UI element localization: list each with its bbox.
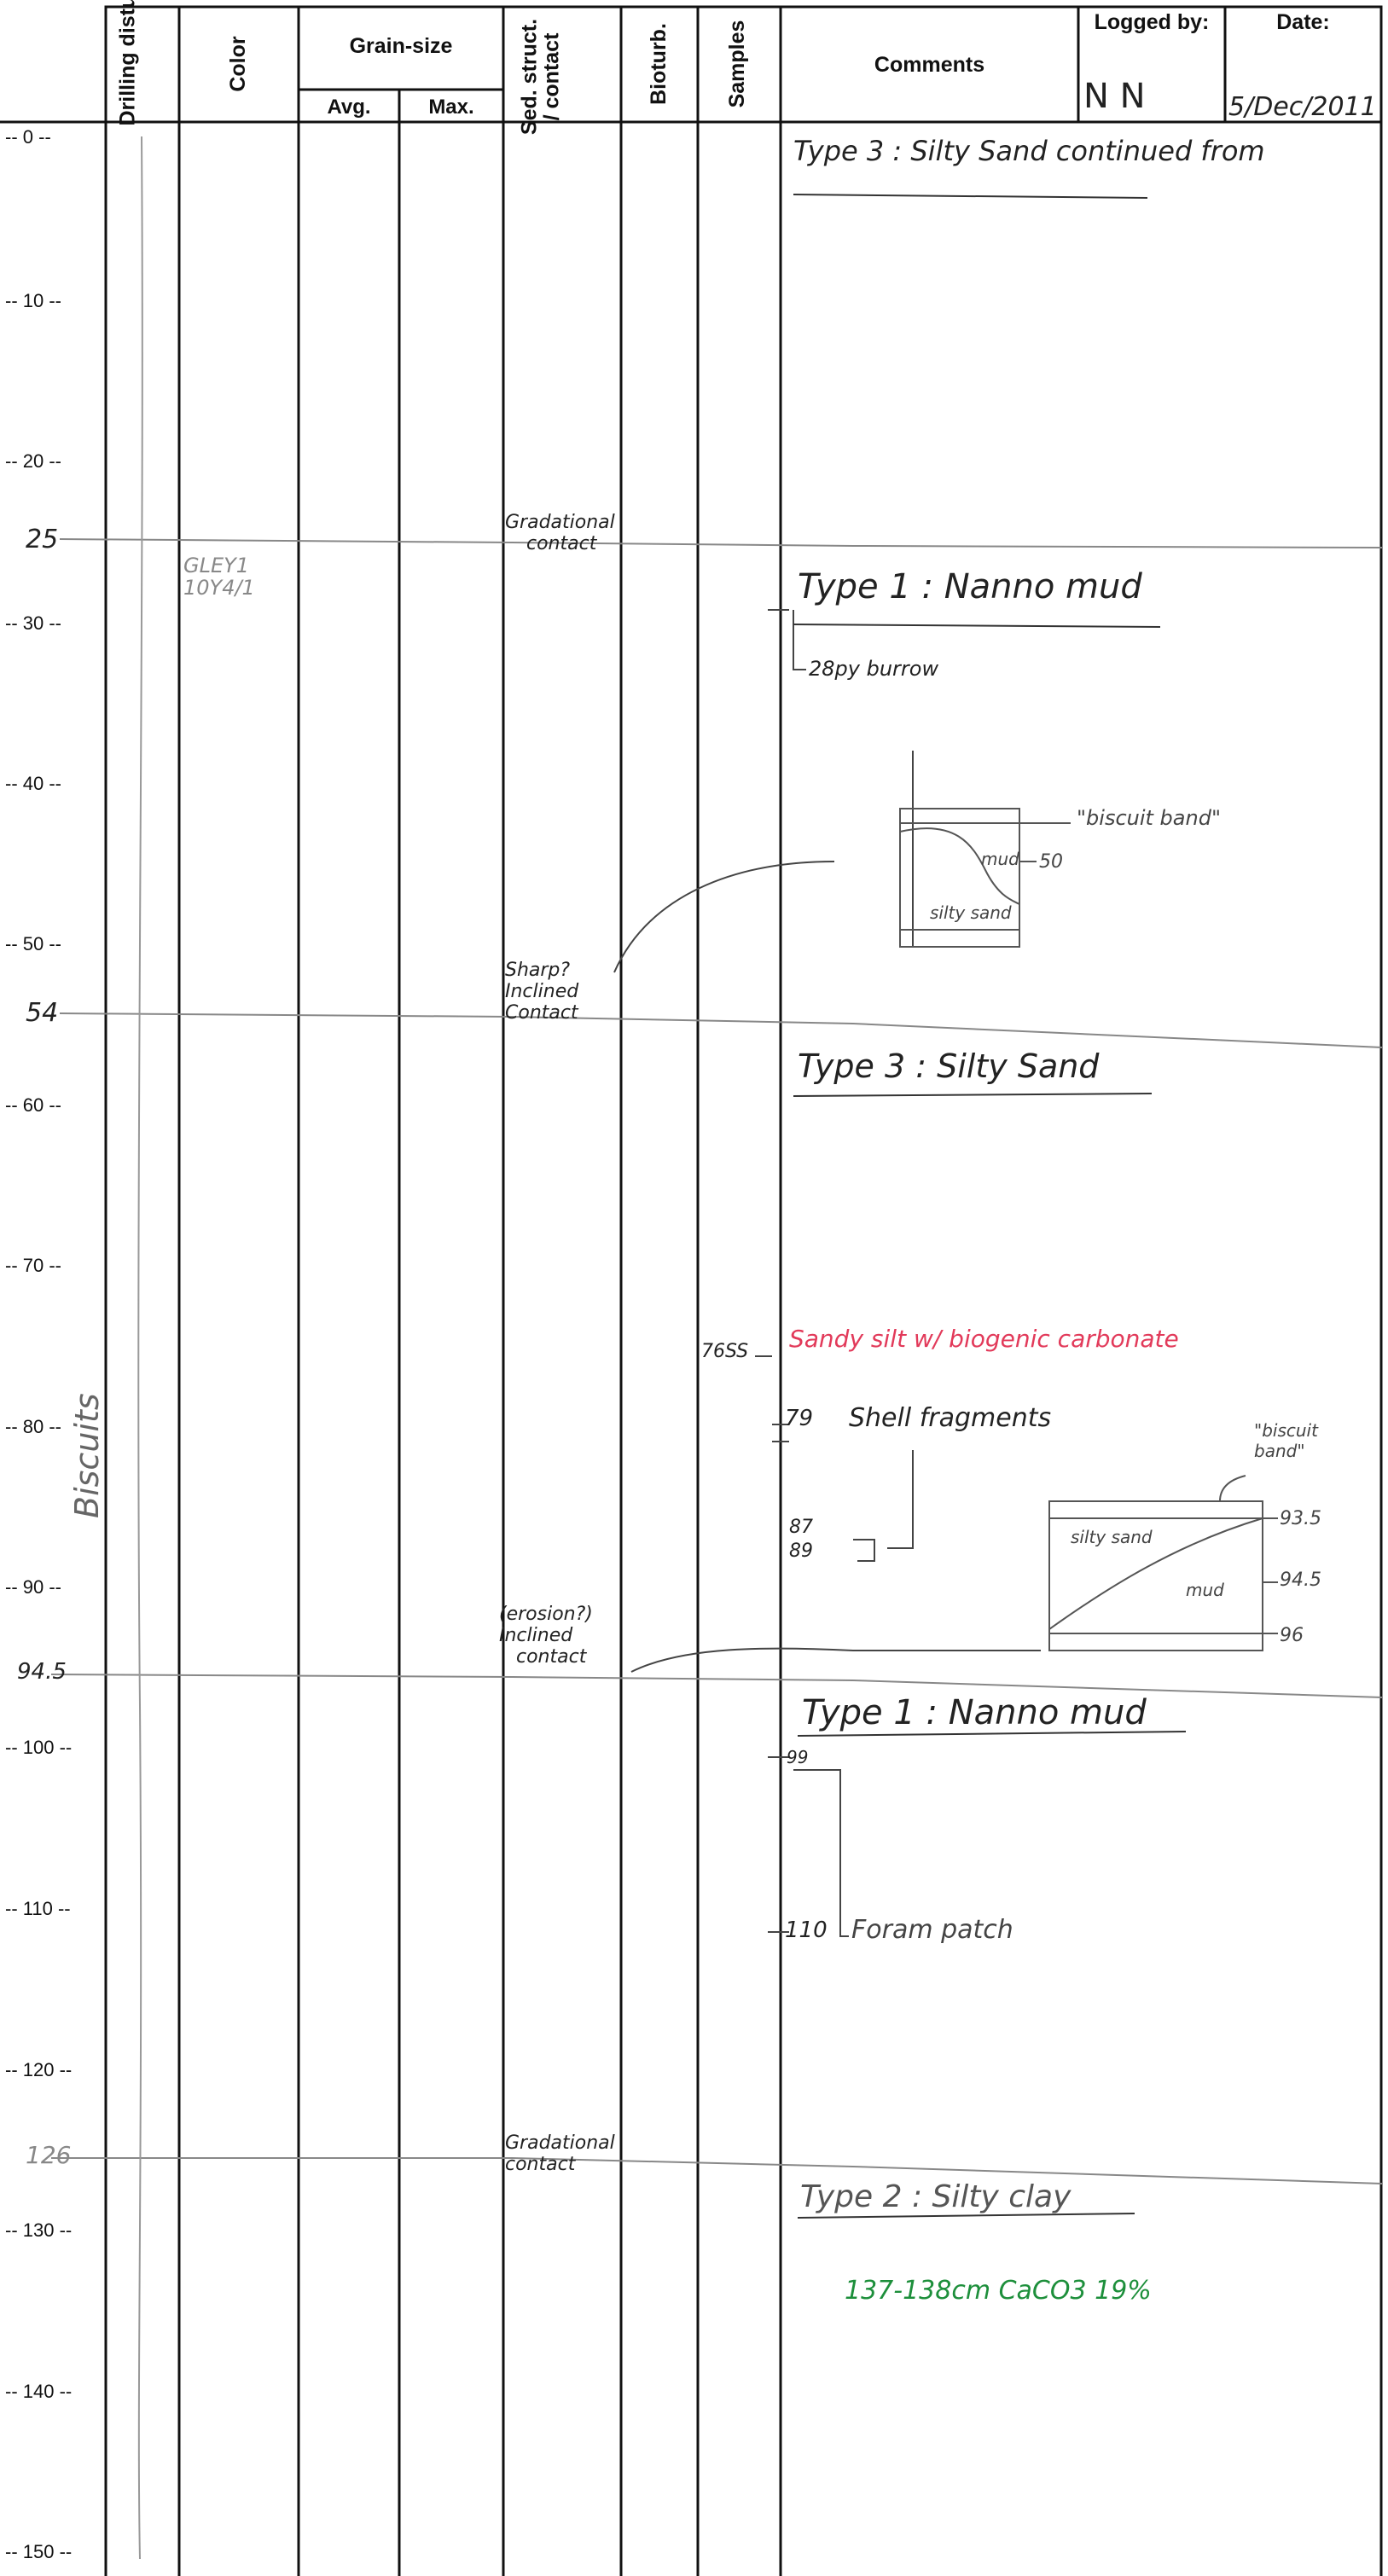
logged-by-value: N N (1083, 77, 1146, 116)
depth-tick: -- 110 -- (5, 1898, 71, 1919)
sketch-2 (1048, 1475, 1278, 1651)
comment-caco3: 137-138cm CaCO3 19% (845, 2276, 1152, 2306)
sketch1-sand-label: silty sand (930, 902, 1012, 923)
depth-tick: -- 150 -- (5, 2541, 73, 2562)
comment-type3-continued: Type 3 : Silty Sand continued from (793, 135, 1265, 167)
sketch2-sand-label: silty sand (1071, 1527, 1153, 1547)
color-note: GLEY1 10Y4/1 (183, 554, 255, 600)
depth-tick: -- 30 -- (5, 612, 61, 634)
header-grain-size: Grain-size (349, 34, 453, 58)
comment-depth-110: 110 (785, 1917, 828, 1943)
comment-type1-nanno-mud: Type 1 : Nanno mud (798, 567, 1142, 606)
comment-sandy-silt: Sandy silt w/ biogenic carbonate (789, 1325, 1179, 1353)
sed-note-94: (erosion?) Inclined contact (499, 1604, 593, 1668)
header-comments: Comments (874, 53, 985, 77)
sed-note-126: Gradational contact (505, 2132, 615, 2175)
comment-type3-silty-sand: Type 3 : Silty Sand (798, 1047, 1100, 1085)
comment-type1-nanno-mud-2: Type 1 : Nanno mud (802, 1693, 1147, 1732)
depth-tick: -- 0 -- (5, 126, 51, 148)
sketch2-biscuit-label: "biscuit band" (1254, 1420, 1318, 1461)
sketch-1 (899, 808, 1071, 948)
depth-tick: -- 10 -- (5, 290, 61, 311)
header-avg: Avg. (327, 96, 371, 119)
depth-tick: -- 140 -- (5, 2381, 73, 2402)
header-color: Color (226, 36, 250, 92)
boundary-label: 54 (26, 998, 59, 1028)
comment-depth-87: 87 (789, 1517, 813, 1538)
drilling-note: Biscuits (68, 1393, 106, 1518)
comment-burrow: 28py burrow (809, 657, 939, 681)
depth-tick: -- 100 -- (5, 1737, 73, 1758)
boundary-label: 126 (26, 2141, 72, 2169)
depth-tick: -- 50 -- (5, 933, 61, 954)
header-logged-by: Logged by: (1094, 10, 1210, 34)
depth-tick: -- 120 -- (5, 2059, 73, 2080)
sketch1-mud-label: mud (981, 849, 1019, 869)
header-max: Max. (428, 96, 474, 119)
header-date: Date: (1276, 10, 1330, 34)
header-bioturb: Bioturb. (647, 23, 671, 105)
sketch1-biscuit-label: "biscuit band" (1077, 806, 1221, 830)
comment-foram-patch: Foram patch (851, 1915, 1013, 1945)
sketch2-depth-1: 93.5 (1280, 1508, 1321, 1529)
boundary-label: 94.5 (17, 1659, 67, 1685)
header-samples: Samples (725, 20, 749, 108)
sed-note-54: Sharp? Inclined Contact (505, 960, 579, 1024)
date-value: 5/Dec/2011 (1228, 92, 1377, 122)
comment-depth-99: 99 (787, 1747, 809, 1767)
sed-note-25: Gradational contact (505, 512, 615, 554)
comment-shell-fragments: Shell fragments (849, 1403, 1052, 1433)
sample-76: 76SS (701, 1341, 749, 1362)
header-sed-struct: Sed. struct. / contact (517, 18, 564, 136)
depth-tick: -- 60 -- (5, 1094, 61, 1116)
depth-tick: -- 80 -- (5, 1416, 61, 1437)
comment-type2-silty-clay: Type 2 : Silty clay (800, 2179, 1071, 2214)
comment-depth-89: 89 (789, 1540, 813, 1562)
sketch1-depth: 50 (1039, 851, 1063, 873)
depth-tick: -- 70 -- (5, 1255, 61, 1276)
depth-tick: -- 20 -- (5, 450, 61, 472)
sketch2-mud-label: mud (1186, 1580, 1224, 1600)
comment-shell-depth: 79 (785, 1406, 814, 1431)
header-drilling: Drilling disturb. (115, 0, 140, 126)
sketch2-depth-2: 94.5 (1280, 1569, 1321, 1591)
depth-tick: -- 40 -- (5, 773, 61, 794)
boundary-label: 25 (26, 525, 59, 554)
sketch2-depth-3: 96 (1280, 1625, 1304, 1646)
depth-tick: -- 90 -- (5, 1576, 61, 1598)
depth-tick: -- 130 -- (5, 2219, 73, 2241)
